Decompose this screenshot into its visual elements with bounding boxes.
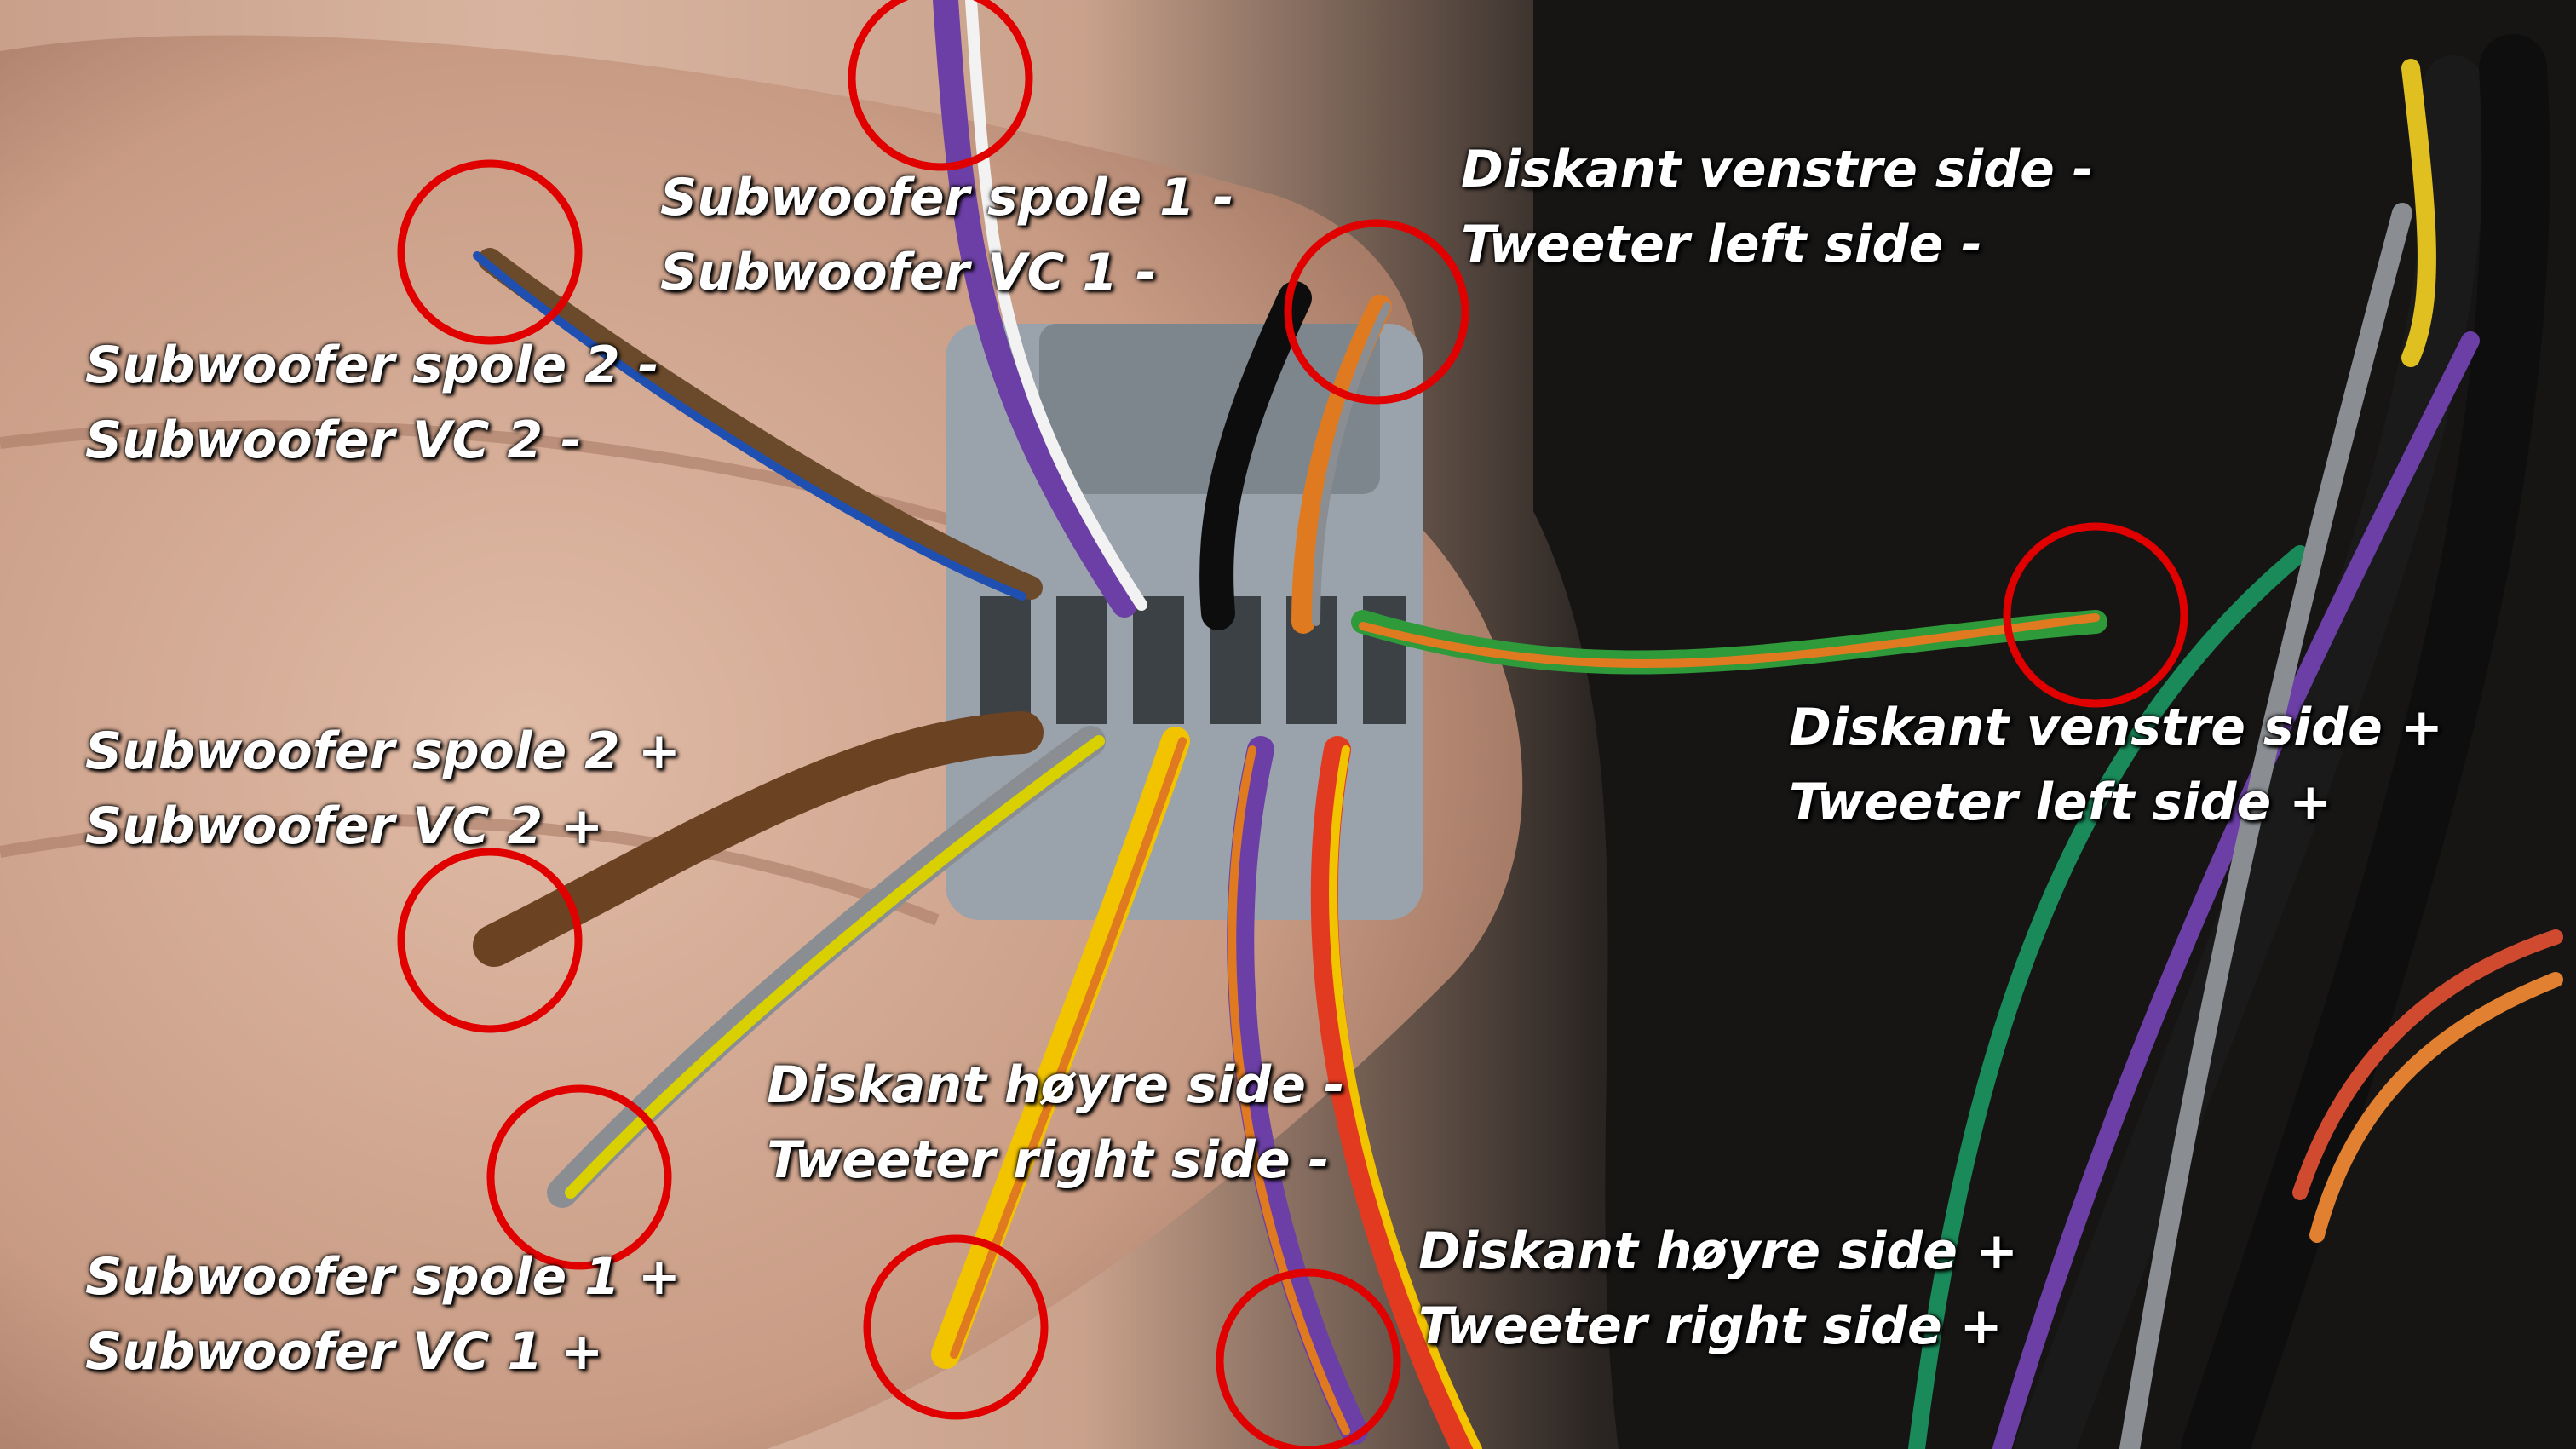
connector-top xyxy=(1039,324,1380,494)
label-tweeter-left-minus: Diskant venstre side - Tweeter left side… xyxy=(1461,132,2094,282)
label-line: Diskant høyre side - xyxy=(767,1055,1345,1115)
wire-purple-orange xyxy=(1227,736,1368,1445)
label-line: Subwoofer spole 1 - xyxy=(660,168,1234,227)
label-line: Diskant venstre side + xyxy=(1789,698,2443,757)
wire-yellow-orange xyxy=(931,727,1190,1369)
label-line: Subwoofer VC 2 - xyxy=(85,411,582,470)
label-line: Tweeter right side - xyxy=(767,1130,1330,1190)
wire-harness xyxy=(1908,34,2563,1449)
label-sub-vc2-plus: Subwoofer spole 2 + Subwoofer VC 2 + xyxy=(85,714,681,864)
label-line: Tweeter left side + xyxy=(1789,773,2332,832)
label-line: Subwoofer spole 2 + xyxy=(85,722,681,781)
wire-orange-grey xyxy=(1291,295,1392,634)
label-sub-vc1-minus: Subwoofer spole 1 - Subwoofer VC 1 - xyxy=(660,160,1234,310)
label-line: Tweeter left side - xyxy=(1461,215,1982,274)
marker-sub-vc2-plus xyxy=(397,848,583,1033)
label-tweeter-left-plus: Diskant venstre side + Tweeter left side… xyxy=(1789,690,2443,840)
label-sub-vc2-minus: Subwoofer spole 2 - Subwoofer VC 2 - xyxy=(85,328,659,478)
label-line: Subwoofer spole 2 - xyxy=(85,336,659,395)
marker-sub-vc1-plus xyxy=(486,1084,672,1270)
marker-sub-vc1-minus xyxy=(848,0,1033,171)
marker-circles xyxy=(397,0,2188,1449)
marker-tweeter-right-minus xyxy=(863,1234,1049,1420)
label-line: Subwoofer VC 2 + xyxy=(85,796,604,856)
label-line: Tweeter right side + xyxy=(1418,1297,2003,1356)
finger-crease xyxy=(0,814,940,926)
wire-black xyxy=(1199,281,1312,630)
marker-tweeter-left-minus xyxy=(1284,219,1469,405)
label-tweeter-right-plus: Diskant høyre side + Tweeter right side … xyxy=(1418,1214,2018,1364)
wire-brown-blue xyxy=(478,248,1043,600)
label-sub-vc1-plus: Subwoofer spole 1 + Subwoofer VC 1 + xyxy=(85,1239,681,1389)
wire-purple-white xyxy=(933,0,1137,618)
marker-sub-vc2-minus xyxy=(397,159,583,345)
marker-tweeter-right-plus xyxy=(1216,1268,1401,1449)
label-line: Subwoofer VC 1 - xyxy=(660,243,1157,302)
wire-red-yellow xyxy=(1310,736,1479,1449)
label-tweeter-right-minus: Diskant høyre side - Tweeter right side … xyxy=(767,1048,1345,1198)
label-line: Diskant høyre side + xyxy=(1418,1222,2019,1281)
label-line: Subwoofer VC 1 + xyxy=(85,1322,604,1382)
marker-tweeter-left-plus xyxy=(2003,522,2188,708)
label-line: Subwoofer spole 1 + xyxy=(85,1247,681,1307)
label-line: Diskant venstre side - xyxy=(1461,140,2094,199)
